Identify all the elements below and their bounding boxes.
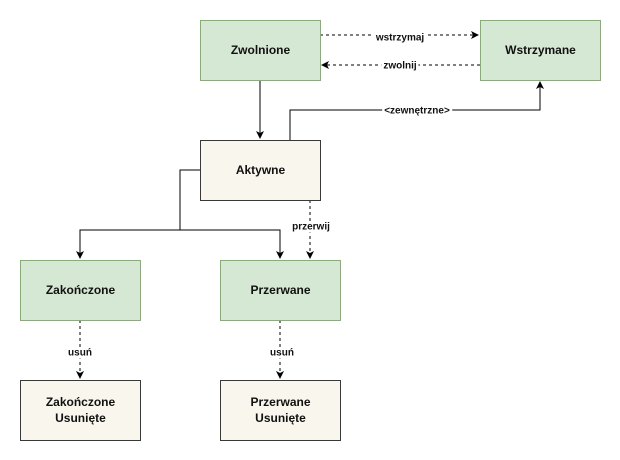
node-aktywne[interactable]: Aktywne: [200, 140, 321, 201]
edge-aktywne-przerwane: [180, 229, 284, 259]
node-zakonczone[interactable]: Zakończone: [20, 260, 141, 321]
node-wstrzymane[interactable]: Wstrzymane: [480, 20, 601, 81]
node-przerwane-usuniete[interactable]: Przerwane Usunięte: [220, 380, 341, 441]
label-przerwij: przerwij: [290, 221, 332, 233]
node-zakonczone-usuniete[interactable]: Zakończone Usunięte: [20, 380, 141, 441]
node-przerwane[interactable]: Przerwane: [220, 260, 341, 321]
label-usun-zakonczone: usuń: [66, 347, 94, 359]
label-zewnetrzne: <zewnętrzne>: [382, 105, 452, 117]
edge-aktywne-zakonczone: [76, 169, 200, 259]
label-wstrzymaj: wstrzymaj: [373, 32, 427, 44]
label-usun-przerwane: usuń: [268, 347, 296, 359]
label-zwolnij: zwolnij: [381, 60, 419, 72]
node-zwolnione[interactable]: Zwolnione: [200, 20, 321, 81]
